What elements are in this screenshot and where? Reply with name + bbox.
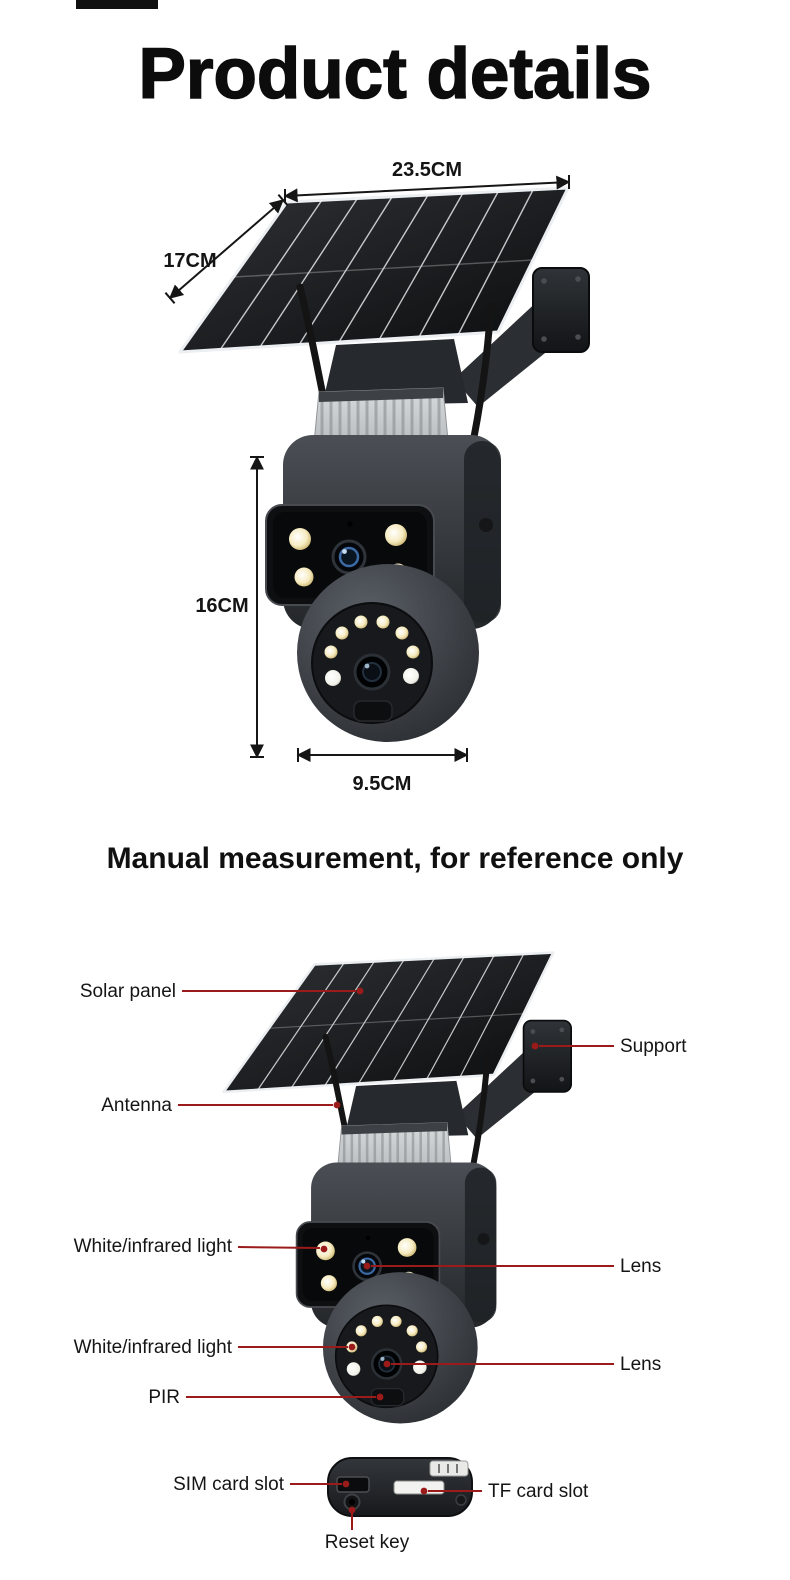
callout-label-reset-key: Reset key	[325, 1532, 410, 1553]
disclaimer-text: Manual measurement, for reference only	[106, 842, 684, 875]
dim-base-width: 9.5CM	[296, 748, 469, 795]
page-title: Product details	[138, 34, 652, 115]
tf-slot	[393, 1480, 445, 1495]
dim-base-width-label: 9.5CM	[353, 773, 412, 795]
callout-label-lens-upper: Lens	[620, 1256, 661, 1277]
dim-depth: 17CM	[163, 194, 289, 304]
dim-depth-label: 17CM	[163, 250, 216, 272]
callout-lens-upper: Lens	[363, 1256, 661, 1277]
callout-white-infrared-upper: White/infrared light	[74, 1236, 328, 1257]
page-edge-artifact	[76, 0, 158, 9]
callout-diagram: Solar panel Support Antenna White/infrar…	[74, 930, 687, 1553]
callout-white-infrared-lower: White/infrared light	[74, 1337, 356, 1358]
power-connector	[429, 1460, 469, 1477]
dim-width-label: 23.5CM	[392, 159, 462, 181]
callout-sim-card-slot: SIM card slot	[173, 1474, 350, 1495]
dimension-diagram: 23.5CM 17CM 16CM 9.5CM	[163, 159, 790, 795]
callout-label-solar-panel: Solar panel	[80, 981, 176, 1002]
callout-label-tf-card-slot: TF card slot	[488, 1481, 589, 1502]
callout-tf-card-slot: TF card slot	[420, 1481, 589, 1502]
product-photo-callouts	[224, 953, 572, 1424]
dim-width: 23.5CM	[283, 159, 571, 203]
callout-label-lens-lower: Lens	[620, 1354, 661, 1375]
callout-label-support: Support	[620, 1036, 687, 1057]
product-photo-dimensions	[180, 188, 589, 742]
callout-label-pir: PIR	[148, 1387, 180, 1408]
callout-solar-panel: Solar panel	[80, 981, 364, 1002]
callout-label-white-infrared-upper: White/infrared light	[74, 1236, 233, 1257]
camera-bottom-view	[327, 1457, 473, 1517]
callout-pir: PIR	[148, 1387, 384, 1408]
callout-antenna: Antenna	[101, 1095, 341, 1116]
dim-height: 16CM	[195, 455, 264, 759]
callout-label-white-infrared-lower: White/infrared light	[74, 1337, 233, 1358]
callout-lens-lower: Lens	[383, 1354, 661, 1375]
callout-support: Support	[531, 1036, 687, 1057]
callout-label-sim-card-slot: SIM card slot	[173, 1474, 285, 1495]
callout-reset-key: Reset key	[325, 1506, 410, 1553]
bottom-screw	[455, 1494, 467, 1506]
callout-label-antenna: Antenna	[101, 1095, 172, 1116]
dim-height-label: 16CM	[195, 595, 248, 617]
